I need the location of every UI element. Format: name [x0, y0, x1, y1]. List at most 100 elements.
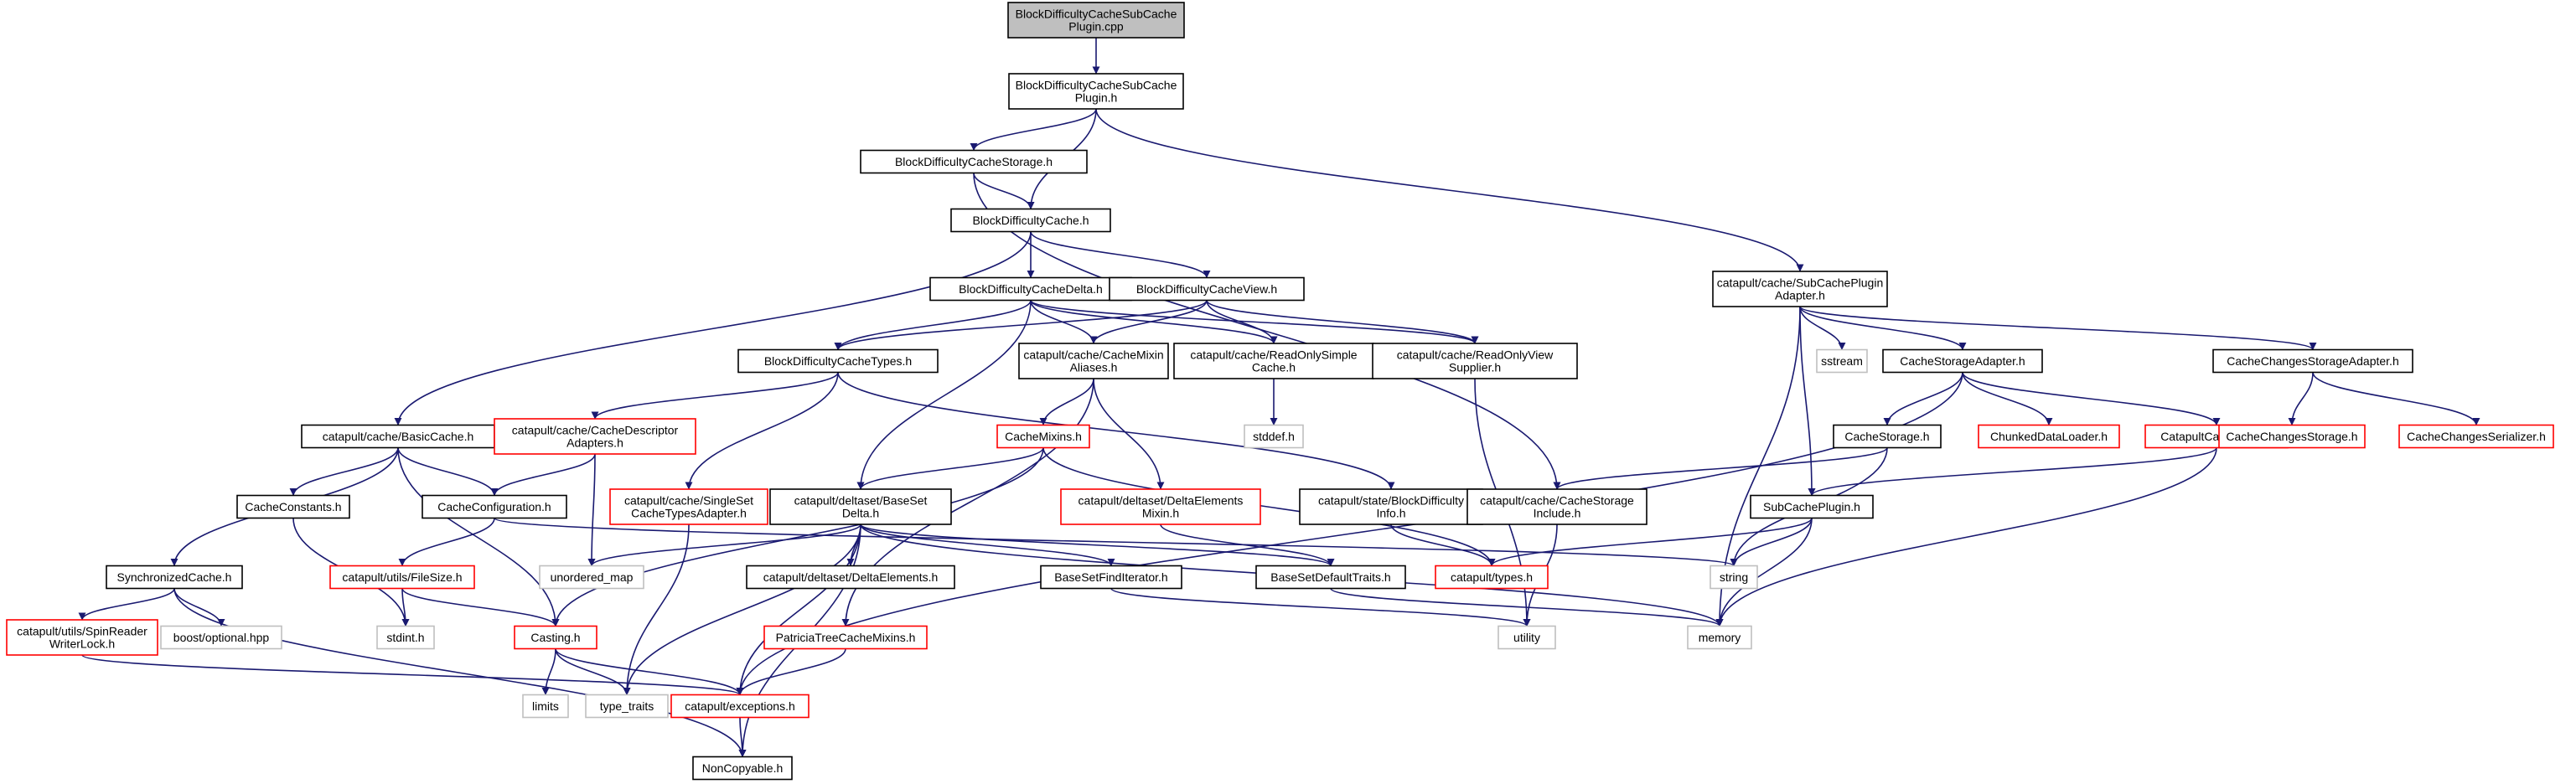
node-singleset_adapter[interactable]: catapult/cache/SingleSetCacheTypesAdapte… [609, 488, 768, 525]
node-label: CacheMixins.h [1005, 430, 1082, 443]
node-types_h[interactable]: BlockDifficultyCacheTypes.h [737, 348, 939, 374]
node-box [329, 565, 475, 590]
edge-filesize-to-casting [401, 588, 560, 627]
node-boost_optional[interactable]: boost/optional.hpp [160, 625, 282, 650]
node-label: NonCopyable.h [702, 761, 784, 775]
node-types_h_cat[interactable]: catapult/types.h [1435, 565, 1549, 590]
node-find_iterator[interactable]: BaseSetFindIterator.h [1040, 565, 1182, 590]
edge-descriptor_adapters-to-unordered_map [587, 453, 596, 566]
node-cache_storage[interactable]: CacheStorage.h [1833, 424, 1942, 449]
node-string[interactable]: string [1710, 565, 1758, 590]
edge-view_h-to-readonly_simple [1206, 300, 1278, 344]
edge-subcache_plugin-to-string [1730, 518, 1813, 566]
node-label: CacheStorageAdapter.h [1900, 354, 2025, 368]
node-box [2398, 424, 2554, 449]
node-patricia[interactable]: PatriciaTreeCacheMixins.h [763, 625, 928, 650]
edge-storage_h-to-cache_h [973, 173, 1035, 209]
edge-line [1715, 518, 1813, 627]
node-changes_serializer[interactable]: CacheChangesSerializer.h [2398, 424, 2554, 449]
edge-synchronized_cache-to-spin_lock [78, 588, 175, 621]
node-exceptions[interactable]: catapult/exceptions.h [670, 694, 810, 719]
node-storage_adapter[interactable]: CacheStorageAdapter.h [1882, 348, 2043, 374]
edge-line [1799, 306, 1816, 496]
edge-line [541, 648, 556, 695]
edge-line [394, 231, 1032, 426]
edge-cache_h-to-basic_cache [394, 231, 1032, 426]
node-label: catapult/cache/CacheMixin [1023, 348, 1163, 362]
node-label: catapult/deltaset/BaseSet [794, 494, 928, 508]
node-delta_h[interactable]: BlockDifficultyCacheDelta.h [929, 276, 1132, 302]
node-cache_mixins[interactable]: CacheMixins.h [996, 424, 1090, 449]
node-sstream[interactable]: sstream [1816, 348, 1868, 374]
node-box [1018, 343, 1169, 379]
node-box [1435, 565, 1549, 590]
edge-line [401, 588, 560, 627]
edge-catapult_cache_view-to-subcache_plugin [1808, 446, 2217, 497]
node-unordered_map[interactable]: unordered_map [539, 565, 644, 590]
node-label: Plugin.h [1075, 91, 1118, 105]
node-cache_constants[interactable]: CacheConstants.h [236, 494, 350, 519]
node-changes_storage[interactable]: CacheChangesStorage.h [2218, 424, 2366, 449]
edge-line [1390, 524, 1496, 566]
node-stddef[interactable]: stddef.h [1244, 424, 1304, 449]
node-chunked_loader[interactable]: ChunkedDataLoader.h [1978, 424, 2120, 449]
edge-line [1808, 446, 2217, 497]
edge-line [860, 524, 1115, 566]
node-default_traits[interactable]: BaseSetDefaultTraits.h [1255, 565, 1406, 590]
edge-line [1030, 231, 1211, 278]
edge-line [1093, 378, 1165, 490]
node-cache_h[interactable]: BlockDifficultyCache.h [950, 208, 1111, 233]
edge-mixin_aliases-to-cache_mixins [1039, 378, 1094, 426]
node-label: Plugin.cpp [1068, 20, 1124, 34]
node-box [692, 756, 793, 781]
edge-line [1799, 306, 1967, 350]
node-casting[interactable]: Casting.h [514, 625, 597, 650]
node-label: BlockDifficultyCacheStorage.h [895, 155, 1053, 168]
node-subcache_plugin[interactable]: SubCachePlugin.h [1750, 494, 1874, 519]
edge-line [1799, 306, 2317, 351]
node-label: BlockDifficultyCacheDelta.h [959, 282, 1103, 296]
edge-patricia-to-exceptions [736, 648, 846, 695]
node-box [1244, 424, 1304, 449]
edge-line [623, 524, 861, 695]
node-view_h[interactable]: BlockDifficultyCacheView.h [1109, 276, 1305, 302]
node-limits[interactable]: limits [522, 694, 569, 719]
node-noncopyable[interactable]: NonCopyable.h [692, 756, 793, 781]
node-basic_cache[interactable]: catapult/cache/BasicCache.h [301, 424, 495, 449]
edge-subcache_adapter-to-subcache_plugin [1799, 306, 1816, 496]
node-stdint[interactable]: stdint.h [376, 625, 435, 650]
node-delta_elements[interactable]: catapult/deltaset/DeltaElements.h [746, 565, 955, 590]
node-changes_adapter[interactable]: CacheChangesStorageAdapter.h [2212, 348, 2413, 374]
edge-line [736, 648, 846, 695]
node-cache_configuration[interactable]: CacheConfiguration.h [422, 494, 567, 519]
node-box [585, 694, 669, 719]
node-label: catapult/types.h [1451, 570, 1533, 584]
node-filesize[interactable]: catapult/utils/FileSize.h [329, 565, 475, 590]
node-box [2212, 348, 2413, 374]
node-type_traits[interactable]: type_traits [585, 694, 669, 719]
node-box [2218, 424, 2366, 449]
node-utility[interactable]: utility [1497, 625, 1556, 650]
edge-catapult_cache_view-to-memory [1715, 447, 2217, 627]
edge-spin_lock-to-exceptions [81, 654, 744, 696]
edge-line [1206, 300, 1278, 344]
edge-basic_cache-to-casting [397, 447, 560, 627]
node-storage_h[interactable]: BlockDifficultyCacheStorage.h [860, 149, 1088, 174]
edge-baseset_delta-to-type_traits [623, 524, 861, 695]
edge-basic_cache-to-cache_configuration [397, 447, 499, 496]
node-memory[interactable]: memory [1687, 625, 1752, 650]
edge-default_traits-to-memory [1330, 587, 1724, 627]
node-synchronized_cache[interactable]: SynchronizedCache.h [106, 565, 243, 590]
